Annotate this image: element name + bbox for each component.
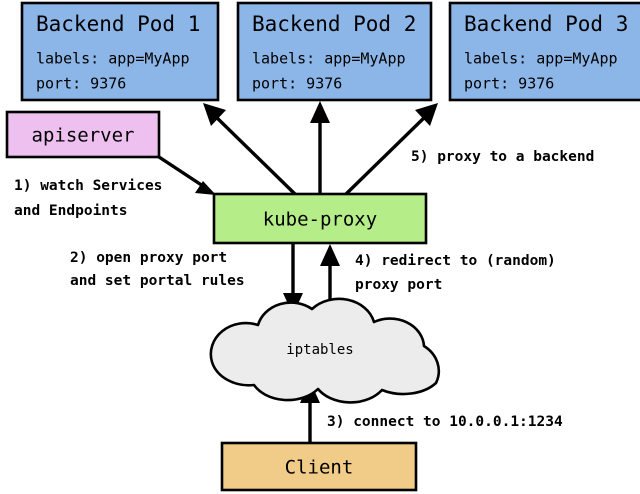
- pod-3-port: port: 9376: [464, 75, 554, 93]
- pod-2-title: Backend Pod 2: [252, 12, 416, 36]
- node-client[interactable]: Client: [220, 441, 418, 492]
- apiserver-label: apiserver: [32, 125, 135, 147]
- step-4-line-2: proxy port: [355, 277, 442, 293]
- iptables-label: iptables: [286, 342, 353, 358]
- pod-1-labels: labels: app=MyApp: [36, 50, 190, 68]
- pod-3-title: Backend Pod 3: [464, 12, 628, 36]
- node-backend-pod-1[interactable]: Backend Pod 1 labels: app=MyApp port: 93…: [20, 1, 220, 102]
- node-iptables-cloud[interactable]: iptables: [209, 297, 441, 404]
- step-3-label: 3) connect to 10.0.0.1:1234: [327, 414, 563, 430]
- node-kube-proxy[interactable]: kube-proxy: [212, 192, 428, 245]
- edge-apiserver-to-kubeproxy: [158, 155, 216, 195]
- step-4-line-1: 4) redirect to (random): [355, 253, 556, 269]
- edge-kubeproxy-to-pod1: [203, 103, 299, 198]
- kube-proxy-label: kube-proxy: [263, 209, 377, 231]
- step-1-line-1: 1) watch Services: [14, 178, 162, 194]
- edge-kubeproxy-to-pod2: [310, 101, 330, 196]
- step-1-line-2: and Endpoints: [14, 203, 128, 219]
- node-apiserver[interactable]: apiserver: [5, 110, 161, 159]
- node-backend-pod-3[interactable]: Backend Pod 3 labels: app=MyApp port: 93…: [448, 1, 640, 102]
- step-5-label: 5) proxy to a backend: [411, 149, 594, 165]
- client-label: Client: [285, 457, 354, 479]
- pod-1-port: port: 9376: [36, 75, 126, 93]
- node-backend-pod-2[interactable]: Backend Pod 2 labels: app=MyApp port: 93…: [236, 1, 433, 102]
- pod-3-labels: labels: app=MyApp: [464, 50, 618, 68]
- edge-kubeproxy-to-pod3: [342, 103, 438, 198]
- pod-1-title: Backend Pod 1: [36, 12, 200, 36]
- step-2-line-2: and set portal rules: [70, 273, 245, 289]
- pod-2-port: port: 9376: [252, 75, 342, 93]
- step-2-line-1: 2) open proxy port: [70, 250, 227, 266]
- pod-2-labels: labels: app=MyApp: [252, 50, 406, 68]
